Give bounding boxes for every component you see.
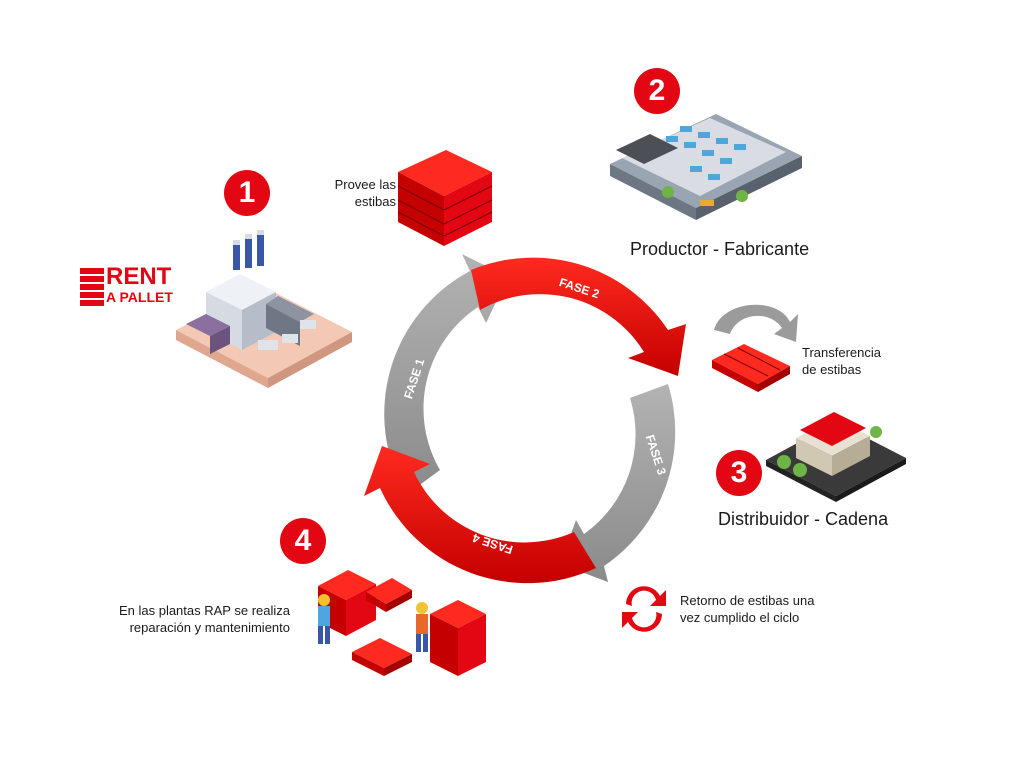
logo-bars-icon (80, 268, 104, 306)
fase-2-arrow (471, 257, 686, 376)
step-2-badge: 2 (634, 68, 680, 114)
provee-label: Provee las estibas (334, 177, 396, 209)
retorno-label: Retorno de estibas una vez cumplido el c… (680, 593, 815, 625)
repair-workers-pallets-icon (318, 570, 486, 676)
fase-4-arrow (364, 446, 596, 584)
productor-warehouse-icon (610, 114, 802, 220)
logo-line-2: A PALLET (106, 289, 173, 305)
distribuidor-store-icon (766, 412, 906, 502)
transferencia-label: Transferencia de estibas (802, 345, 881, 377)
step-4-badge: 4 (280, 518, 326, 564)
rent-a-pallet-factory-icon (176, 230, 352, 388)
logo-line-1: RENT (106, 263, 172, 290)
distribuidor-label: Distribuidor - Cadena (718, 509, 889, 529)
plantas-label: En las plantas RAP se realiza reparación… (118, 603, 290, 635)
fase-3-arrow (560, 384, 676, 582)
productor-label: Productor - Fabricante (630, 239, 810, 259)
return-cycle-icon (622, 586, 666, 632)
pallet-stack-top-icon (397, 150, 493, 246)
step-3-badge: 3 (716, 450, 762, 496)
fase-1-arrow (384, 254, 508, 495)
transfer-pallet-icon (712, 304, 798, 392)
rent-a-pallet-logo: RENT A PALLET (80, 263, 192, 306)
step-1-badge: 1 (224, 170, 270, 216)
